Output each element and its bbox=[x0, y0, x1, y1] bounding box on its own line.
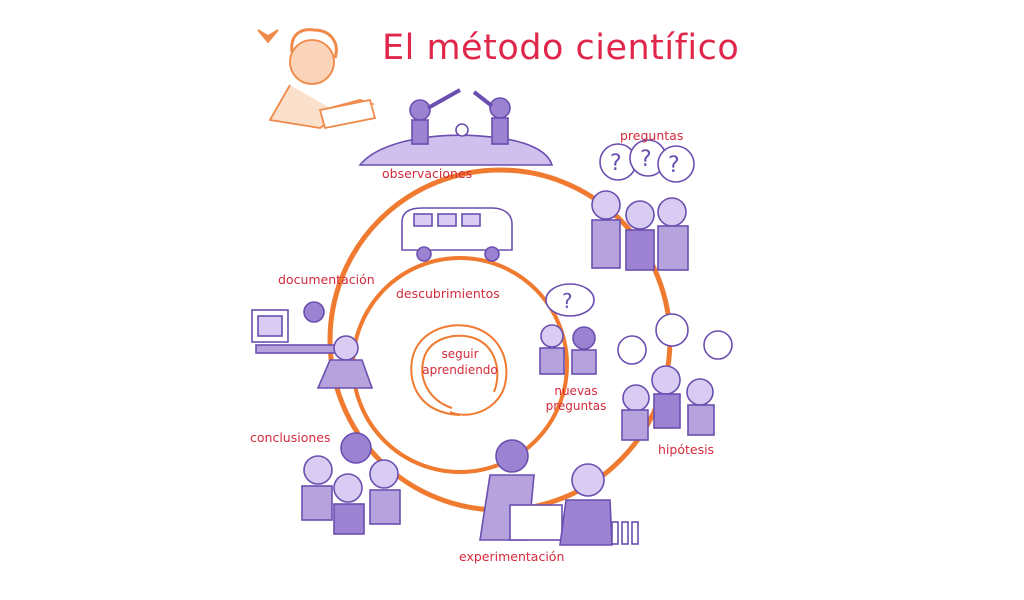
label-conclusiones: conclusiones bbox=[250, 430, 330, 445]
label-observaciones: observaciones bbox=[382, 166, 472, 181]
author-illustration bbox=[258, 30, 375, 128]
label-preguntas: preguntas bbox=[620, 128, 683, 143]
svg-text:?: ? bbox=[610, 151, 622, 176]
conclusiones-illustration bbox=[302, 433, 400, 534]
page-title: El método científico bbox=[382, 28, 739, 68]
hipotesis-illustration bbox=[618, 314, 732, 440]
svg-text:?: ? bbox=[562, 289, 573, 313]
preguntas-illustration: ? ? ? bbox=[592, 140, 694, 270]
label-nuevas-line1: nuevas bbox=[540, 384, 612, 399]
label-hipotesis: hipótesis bbox=[658, 442, 714, 457]
label-seguir-line2: aprendiendo bbox=[414, 362, 506, 378]
experimentacion-illustration bbox=[480, 440, 638, 545]
label-nuevas-preguntas: nuevas preguntas bbox=[540, 384, 612, 414]
label-experimentacion: experimentación bbox=[459, 549, 564, 564]
documentacion-illustration bbox=[252, 302, 372, 388]
svg-text:?: ? bbox=[668, 153, 680, 178]
descubrimientos-illustration bbox=[402, 208, 512, 261]
label-documentacion: documentación bbox=[278, 272, 375, 287]
label-seguir-aprendiendo: seguir aprendiendo bbox=[414, 346, 506, 378]
observaciones-illustration bbox=[360, 90, 552, 165]
svg-text:?: ? bbox=[640, 147, 652, 172]
label-descubrimientos: descubrimientos bbox=[396, 286, 500, 301]
label-nuevas-line2: preguntas bbox=[540, 399, 612, 414]
label-seguir-line1: seguir bbox=[414, 346, 506, 362]
